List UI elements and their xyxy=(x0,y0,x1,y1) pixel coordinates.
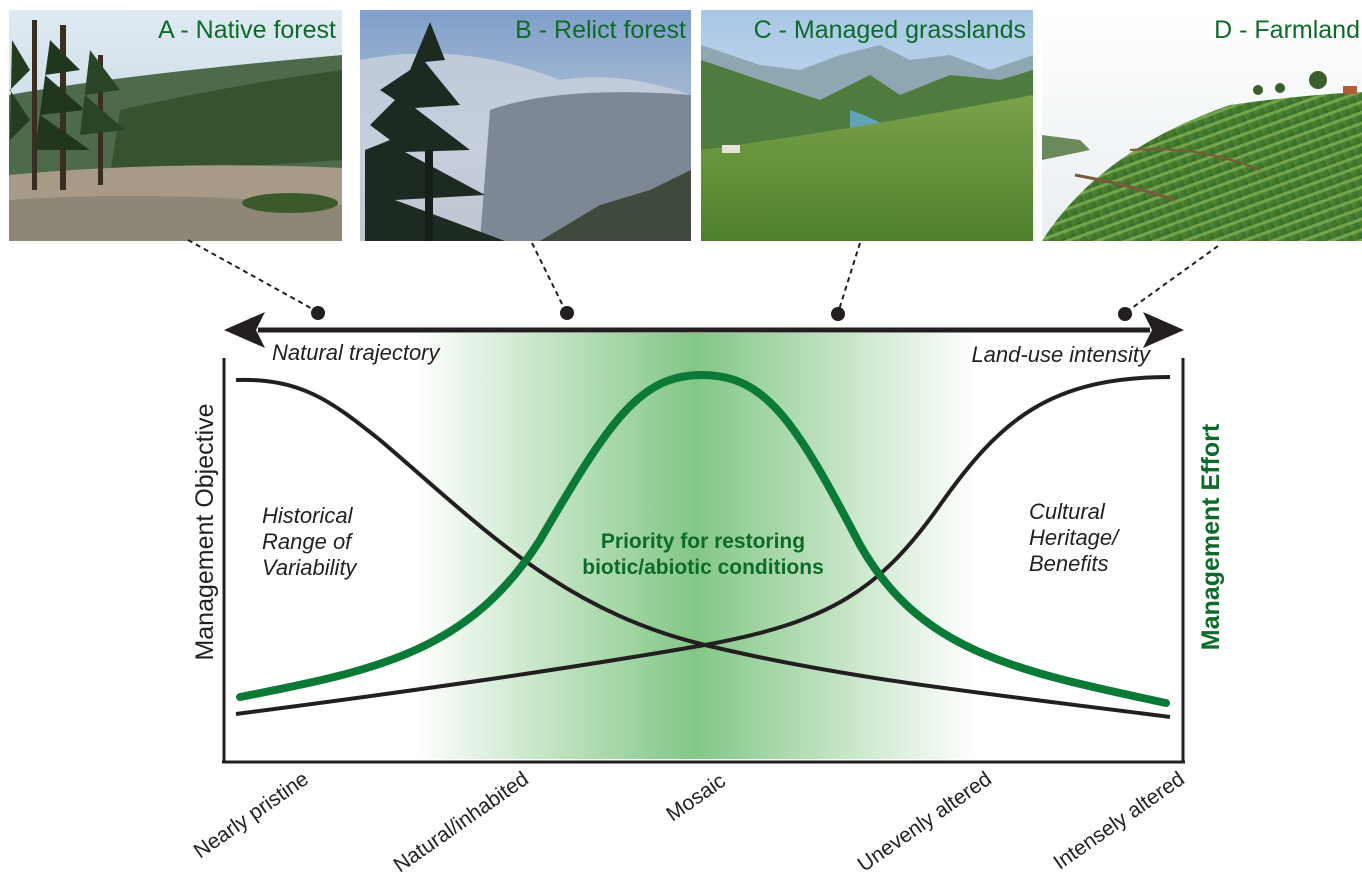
cultural-heritage-line-2: Heritage/ xyxy=(1029,525,1120,550)
priority-line-2: biotic/abiotic conditions xyxy=(582,556,824,579)
leader-line-c xyxy=(837,242,861,314)
photo-relict-forest xyxy=(360,10,691,241)
management-effort-curve xyxy=(236,370,1170,707)
x-tick-intensely-altered: Intensely altered xyxy=(1049,767,1188,874)
photo-title-b: B - Relict forest xyxy=(515,16,686,44)
land-use-intensity-label: Land-use intensity xyxy=(971,342,1152,367)
leader-dot-b xyxy=(560,306,574,320)
x-tick-nearly-pristine: Nearly pristine xyxy=(190,767,313,863)
leader-line-d xyxy=(1124,245,1219,314)
natural-trajectory-label: Natural trajectory xyxy=(272,340,442,365)
historical-range-line-3: Variability xyxy=(262,555,359,580)
photo-title-d: D - Farmland xyxy=(1214,16,1360,44)
leader-line-a xyxy=(187,239,319,313)
management-objective-title: Management Objective xyxy=(191,403,219,660)
x-tick-mosaic: Mosaic xyxy=(662,769,730,826)
leader-line-b xyxy=(531,242,567,313)
plot-frame xyxy=(222,358,1185,764)
x-tick-natural-inhabited: Natural/inhabited xyxy=(390,767,533,877)
leader-lines xyxy=(187,239,1219,314)
management-effort-title: Management Effort xyxy=(1197,423,1225,650)
cultural-heritage-line-3: Benefits xyxy=(1029,551,1109,576)
priority-label: Priority for restoring biotic/abiotic co… xyxy=(582,530,824,579)
objective-rising-curve xyxy=(235,375,1171,716)
leader-dot-c xyxy=(831,307,845,321)
photo-managed-grasslands xyxy=(701,10,1033,241)
cultural-heritage-label: Cultural Heritage/ Benefits xyxy=(1029,499,1120,576)
leader-dot-d xyxy=(1118,307,1132,321)
historical-range-label: Historical Range of Variability xyxy=(262,503,359,580)
historical-range-line-1: Historical xyxy=(262,503,354,528)
photo-title-c: C - Managed grasslands xyxy=(754,16,1026,44)
leader-dots xyxy=(311,306,1132,321)
leader-dot-a xyxy=(311,306,325,320)
historical-range-line-2: Range of xyxy=(262,529,354,554)
objective-declining-curve xyxy=(235,377,1171,719)
cultural-heritage-line-1: Cultural xyxy=(1029,499,1106,524)
photo-farmland xyxy=(1042,10,1362,241)
priority-line-1: Priority for restoring xyxy=(601,530,805,553)
x-tick-labels: Nearly pristine Natural/inhabited Mosaic… xyxy=(190,767,1189,877)
intensity-arrow xyxy=(224,312,1184,348)
photo-title-a: A - Native forest xyxy=(158,16,336,44)
x-tick-unevenly-altered: Unevenly altered xyxy=(854,767,996,876)
photo-native-forest xyxy=(9,10,342,241)
